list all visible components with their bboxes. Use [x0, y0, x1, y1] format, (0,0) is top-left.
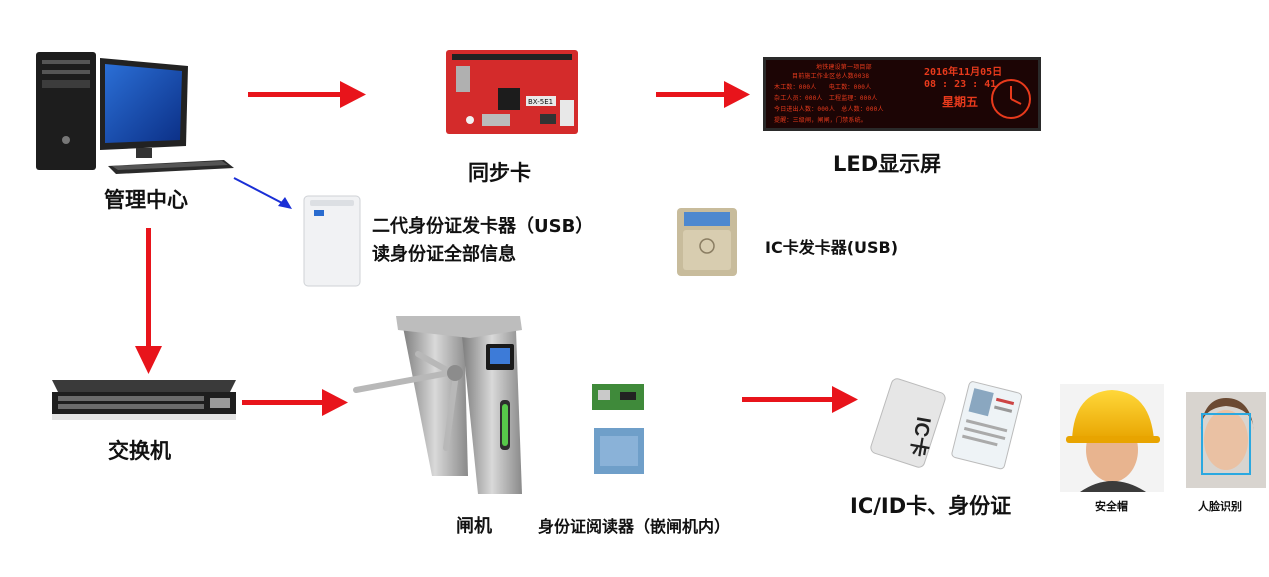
- led-date: 2016年11月05日: [924, 67, 1003, 78]
- sync-card-model: BX-5E1: [528, 98, 553, 106]
- id-reader-icon: [592, 384, 644, 474]
- label-id-card-issuer-line1: 二代身份证发卡器（USB）: [372, 216, 594, 237]
- arrow-sync-to-led: [656, 81, 750, 108]
- computer-icon: [36, 52, 234, 174]
- label-sync-card: 同步卡: [468, 161, 531, 185]
- led-row-3: 今日进出人数：000人 总人数：000人: [774, 106, 884, 113]
- switch-icon: [52, 380, 236, 420]
- led-header-1: 地铁建设第一项目部: [816, 64, 872, 71]
- arrow-switch-to-gate: [242, 389, 348, 416]
- label-face-recognition: 人脸识别: [1198, 500, 1242, 513]
- arrow-reader-to-cards: [742, 386, 858, 413]
- label-management-center: 管理中心: [104, 188, 188, 212]
- label-cards: IC/ID卡、身份证: [850, 494, 1012, 518]
- led-row-4: 提醒：三级闸，闸闸，门禁系统。: [774, 117, 868, 124]
- label-id-card-issuer-line2: 读身份证全部信息: [372, 244, 516, 265]
- label-helmet: 安全帽: [1095, 500, 1128, 513]
- label-switch: 交换机: [108, 439, 171, 463]
- label-ic-card-issuer: IC卡发卡器(USB): [765, 238, 899, 257]
- id-card-issuer-icon: [303, 195, 361, 287]
- ic-card-issuer-icon: [677, 208, 737, 276]
- sync-card-icon: [446, 50, 578, 134]
- id-card-icon: [951, 381, 1023, 470]
- led-time: 08 : 23 : 41: [924, 79, 997, 90]
- led-header-2: 目前施工作业区总人数0038: [792, 73, 870, 80]
- label-led-screen: LED显示屏: [833, 152, 942, 176]
- led-display: 地铁建设第一项目部 目前施工作业区总人数0038 木工数：000人 电工数：00…: [763, 57, 1041, 131]
- led-row-2: 杂工人员：000人 工程监理：000人: [774, 95, 878, 102]
- led-clock-icon: [991, 79, 1031, 119]
- gate-icon: [353, 316, 522, 494]
- led-row-1: 木工数：000人 电工数：000人: [774, 84, 872, 91]
- label-gate: 闸机: [456, 516, 492, 537]
- helmet-photo: [1060, 384, 1164, 492]
- label-id-reader: 身份证阅读器（嵌闸机内）: [538, 517, 731, 536]
- face-recognition-photo: [1186, 392, 1266, 488]
- led-weekday: 星期五: [942, 95, 979, 109]
- arrow-center-to-sync: [248, 81, 366, 108]
- arrow-center-to-id-issuer: [233, 177, 292, 209]
- arrow-center-to-switch: [135, 228, 162, 374]
- ic-card-icon: [870, 378, 946, 468]
